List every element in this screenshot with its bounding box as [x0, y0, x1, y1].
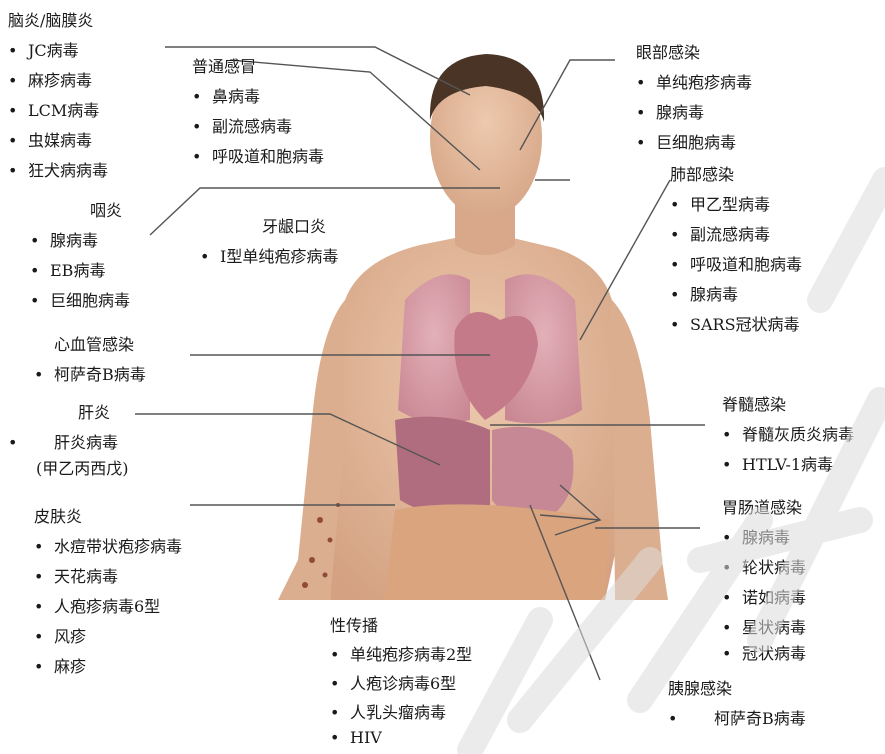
brain-item: JC病毒 [8, 36, 108, 66]
brain-item: 麻疹病毒 [8, 66, 108, 96]
brain-item: 狂犬病病毒 [8, 156, 108, 186]
gi-block: 胃肠道感染 腺病毒 轮状病毒 诺如病毒 星状病毒 冠状病毒 [722, 493, 806, 665]
gingival-item: I型单纯疱疹病毒 [200, 242, 338, 272]
sexual-block: 性传播 单纯疱疹病毒2型 人疱诊病毒6型 人乳头瘤病毒 HIV [330, 611, 472, 749]
eye-item: 巨细胞病毒 [636, 128, 752, 158]
sexual-item: HIV [330, 727, 472, 749]
pharyngitis-item: 巨细胞病毒 [30, 286, 130, 316]
pancreas-block: 胰腺感染 柯萨奇B病毒 [668, 674, 806, 734]
brain-item: LCM病毒 [8, 96, 108, 126]
lung-item: SARS冠状病毒 [670, 310, 802, 340]
cold-item: 副流感病毒 [192, 112, 324, 142]
skin-item: 水痘带状疱疹病毒 [34, 532, 182, 562]
gi-item: 腺病毒 [722, 523, 806, 553]
lung-item: 副流感病毒 [670, 220, 802, 250]
eye-title: 眼部感染 [636, 38, 752, 68]
lung-item: 呼吸道和胞病毒 [670, 250, 802, 280]
skin-block: 皮肤炎 水痘带状疱疹病毒 天花病毒 人疱疹病毒6型 风疹 麻疹 [34, 502, 182, 682]
cardio-item: 柯萨奇B病毒 [34, 360, 146, 390]
pharyngitis-block: 咽炎 腺病毒 EB病毒 巨细胞病毒 [30, 196, 130, 316]
spinal-item: 脊髓灰质炎病毒 [722, 420, 854, 450]
cold-item: 鼻病毒 [192, 82, 324, 112]
eye-block: 眼部感染 单纯疱疹病毒 腺病毒 巨细胞病毒 [636, 38, 752, 158]
skin-item: 风疹 [34, 622, 182, 652]
eye-item: 腺病毒 [636, 98, 752, 128]
lung-block: 肺部感染 甲乙型病毒 副流感病毒 呼吸道和胞病毒 腺病毒 SARS冠状病毒 [670, 160, 802, 340]
brain-item: 虫媒病毒 [8, 126, 108, 156]
liver-block: 肝炎 肝炎病毒 (甲乙丙西戊) [8, 398, 129, 480]
right-arm [612, 300, 668, 600]
pharyngitis-item: 腺病毒 [30, 226, 130, 256]
sexual-item: 人乳头瘤病毒 [330, 698, 472, 727]
pancreas-title: 胰腺感染 [668, 674, 806, 704]
stomach [492, 427, 573, 520]
pharyngitis-title: 咽炎 [30, 196, 130, 226]
gingival-title: 牙龈口炎 [200, 212, 338, 242]
pancreas-item: 柯萨奇B病毒 [668, 704, 806, 734]
spinal-title: 脊髓感染 [722, 390, 854, 420]
lung-item: 甲乙型病毒 [670, 190, 802, 220]
brain-title: 脑炎/脑膜炎 [8, 6, 108, 36]
liver [395, 417, 490, 514]
spinal-block: 脊髓感染 脊髓灰质炎病毒 HTLV-1病毒 [722, 390, 854, 480]
gingival-block: 牙龈口炎 I型单纯疱疹病毒 [200, 212, 338, 272]
skin-item: 人疱疹病毒6型 [34, 592, 182, 622]
cold-block: 普通感冒 鼻病毒 副流感病毒 呼吸道和胞病毒 [192, 52, 324, 172]
gi-title: 胃肠道感染 [722, 493, 806, 523]
cold-title: 普通感冒 [192, 52, 324, 82]
cold-item: 呼吸道和胞病毒 [192, 142, 324, 172]
skin-title: 皮肤炎 [34, 502, 182, 532]
sexual-item: 单纯疱疹病毒2型 [330, 640, 472, 669]
liver-title: 肝炎 [8, 398, 129, 428]
spinal-item: HTLV-1病毒 [722, 450, 854, 480]
cardio-block: 心血管感染 柯萨奇B病毒 [34, 330, 146, 390]
cardio-title: 心血管感染 [34, 330, 146, 360]
gi-item: 星状病毒 [722, 613, 806, 643]
liver-item: 肝炎病毒 [8, 428, 129, 458]
liver-sub: (甲乙丙西戊) [8, 458, 129, 480]
eye-item: 单纯疱疹病毒 [636, 68, 752, 98]
gi-item: 诺如病毒 [722, 583, 806, 613]
sexual-item: 人疱诊病毒6型 [330, 669, 472, 698]
brain-block: 脑炎/脑膜炎 JC病毒 麻疹病毒 LCM病毒 虫媒病毒 狂犬病病毒 [8, 6, 108, 186]
gi-item: 轮状病毒 [722, 553, 806, 583]
skin-item: 麻疹 [34, 652, 182, 682]
gi-item: 冠状病毒 [722, 643, 806, 665]
sexual-title: 性传播 [330, 611, 472, 640]
lung-title: 肺部感染 [670, 160, 802, 190]
skin-item: 天花病毒 [34, 562, 182, 592]
pharyngitis-item: EB病毒 [30, 256, 130, 286]
lung-item: 腺病毒 [670, 280, 802, 310]
